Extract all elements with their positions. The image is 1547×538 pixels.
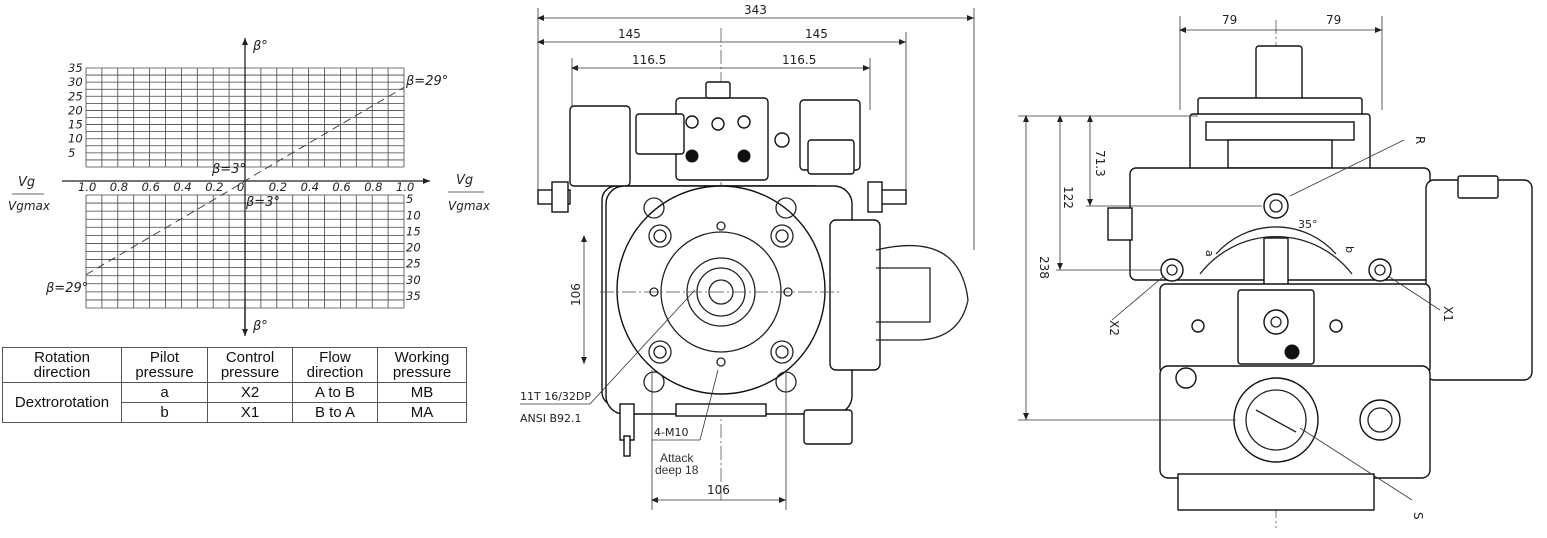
table-cell: MB [377,382,467,403]
y-tick-label: 15 [68,118,83,132]
port-s: S [1411,512,1425,520]
table-cell: a [121,382,208,403]
table-cell: A to B [292,382,378,403]
front-view-drawing: 343 145 145 116.5 116.5 [520,3,975,510]
thread-label: 4-M10 [654,426,688,439]
annot-min-pos: β=3° [211,162,246,177]
port-x1: X1 [1441,306,1455,322]
side-dim-left: 79 [1222,13,1237,27]
y-tick-label: 5 [68,146,75,160]
dim-bottom-106: 106 [707,483,730,497]
table-header-row: Rotation direction Pilot pressure Contro… [2,347,467,383]
table-header-cell: Working pressure [377,347,467,383]
x-tick-label: 0.6 [332,180,350,194]
x-label-right-num: Vg [456,173,473,188]
mounting-bolts [643,197,797,393]
x-tick-label: 0.8 [364,180,382,194]
y-tick-label: 35 [68,61,83,75]
chart-x-ticks: 1.0 0.8 0.6 0.4 0.2 0 0.2 0.4 0.6 0.8 1.0 [78,180,414,194]
x-tick-label: 0.4 [173,180,191,194]
table-cell: X2 [207,382,293,403]
control-table: Rotation direction Pilot pressure Contro… [2,347,467,423]
y-tick-label: 30 [68,75,83,89]
x-tick-label: 0.2 [269,180,287,194]
table-header-cell: Pilot pressure [121,347,208,383]
port-x2: X2 [1107,320,1121,336]
y-tick-label: 10 [406,208,421,222]
swash-a: a [1203,250,1216,257]
attack-line2: deep 18 [655,463,699,477]
y-label-top: β° [252,39,268,54]
y-tick-label: 15 [406,224,421,238]
x-label-left-num: Vg [18,175,35,190]
y-tick-label: 5 [406,192,413,206]
dim-right-1165: 116.5 [782,53,816,67]
attack-line1: Attack [660,451,694,465]
table-cell: B to A [292,402,378,423]
y-tick-label: 25 [68,89,83,103]
y-tick-label: 20 [406,241,421,255]
table-header-cell: Flow direction [292,347,378,383]
side-dim-right: 79 [1326,13,1341,27]
swash-b: b [1343,246,1356,253]
side-view-drawing: 79 79 [1018,13,1533,528]
table-header-cell: Rotation direction [2,347,122,383]
x-tick-label: 0 [237,180,244,194]
dim-total: 343 [744,3,767,17]
spline-line2: ANSI B92.1 [520,412,582,425]
table-cell: X1 [207,402,293,423]
x-tick-label: 1.0 [396,180,414,194]
series-line [85,86,405,276]
side-dim-122: 122 [1061,186,1075,209]
x-tick-label: 0.4 [301,180,319,194]
chart-series [85,86,405,276]
x-tick-label: 1.0 [78,180,96,194]
x-tick-label: 0.8 [110,180,128,194]
table-row: b X1 B to A MA [3,402,467,423]
dim-right-145: 145 [805,27,828,41]
x-tick-label: 0.6 [142,180,160,194]
port-r: R [1413,136,1427,144]
y-label-bottom: β° [252,319,268,334]
spline-line1: 11T 16/32DP [520,390,591,403]
dim-vertical-106: 106 [569,283,583,306]
x-label-right-den: Vgmax [448,199,491,213]
x-label-left-den: Vgmax [8,199,51,213]
x-tick-label: 0.2 [205,180,223,194]
dim-left-145: 145 [618,27,641,41]
y-tick-label: 25 [406,257,421,271]
table-cell: Dextrorotation [2,382,122,423]
annot-max-neg: β=29° [45,281,88,296]
y-tick-label: 30 [406,273,421,287]
table-header-cell: Control pressure [207,347,293,383]
side-dim-238: 238 [1037,256,1051,279]
table-row: Dextrorotation a X2 A to B MB [2,382,467,423]
side-dim-713: 71.3 [1093,150,1107,177]
y-tick-label: 20 [68,103,83,117]
y-tick-label: 10 [68,132,83,146]
y-tick-label: 35 [406,289,421,303]
dim-left-1165: 116.5 [632,53,666,67]
table-cell: MA [377,402,467,423]
angle-35: 35° [1298,218,1318,231]
table-cell: b [121,402,208,423]
annot-min-neg: β=3° [245,195,280,210]
annot-max-pos: β=29° [405,74,448,89]
